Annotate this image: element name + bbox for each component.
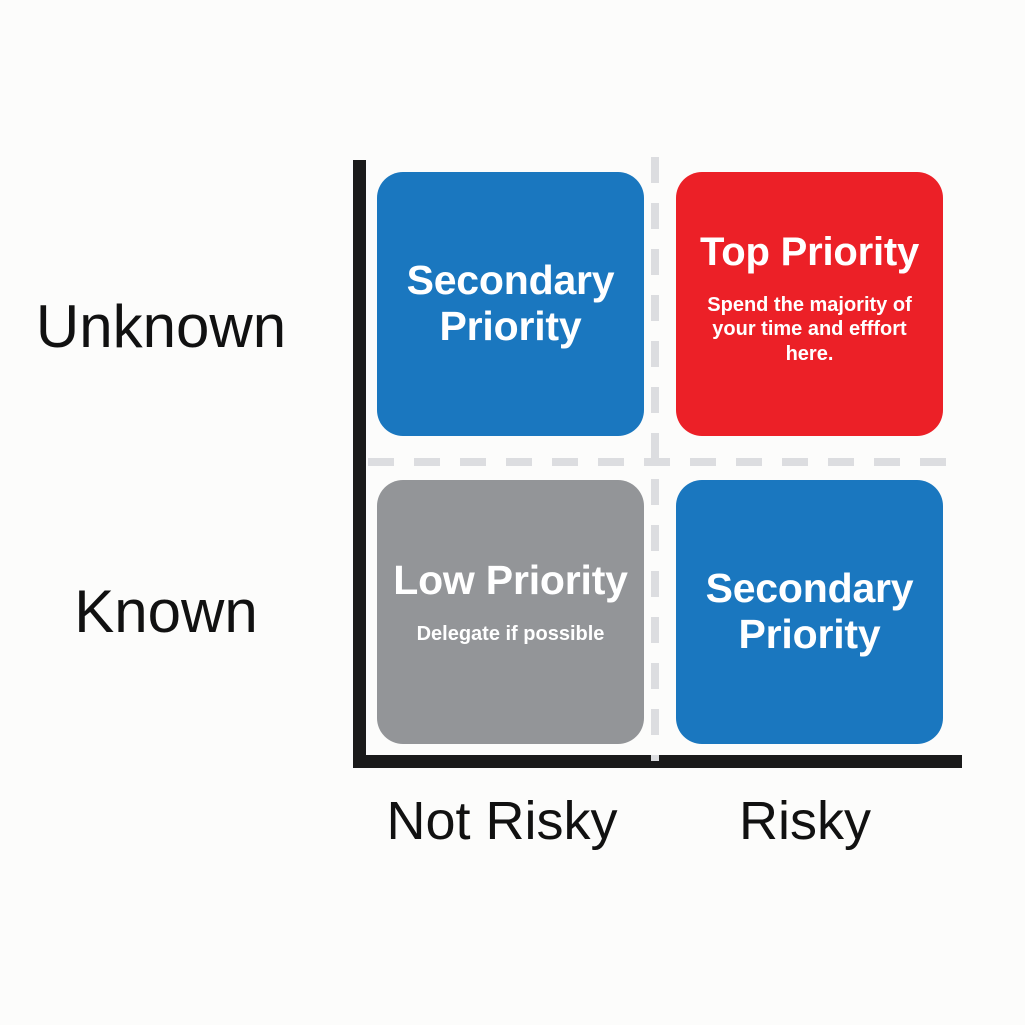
quadrant-title: Low Priority [393,557,628,603]
quadrant-unknown-not-risky[interactable]: Secondary Priority [377,172,644,436]
vertical-divider-dashed-line [651,157,659,761]
x-axis-label-risky: Risky [739,791,871,851]
quadrant-known-not-risky[interactable]: Low Priority Delegate if possible [377,480,644,744]
x-axis-label-not-risky: Not Risky [386,791,618,851]
quadrant-title: Secondary Priority [406,257,615,349]
quadrant-known-risky[interactable]: Secondary Priority [676,480,943,744]
quadrant-unknown-risky[interactable]: Top Priority Spend the majority of your … [676,172,943,436]
quadrant-title: Top Priority [699,230,920,274]
quadrant-title: Secondary Priority [705,565,914,657]
horizontal-divider-dashed-line [368,458,965,466]
y-axis-label-unknown: Unknown [35,293,287,360]
x-axis-line [353,755,962,768]
quadrant-subtitle: Delegate if possible [416,622,605,645]
y-axis-label-known: Known [74,578,258,645]
y-axis-line [353,160,366,768]
quadrant-subtitle: Spend the majority of your time and efff… [707,293,912,365]
